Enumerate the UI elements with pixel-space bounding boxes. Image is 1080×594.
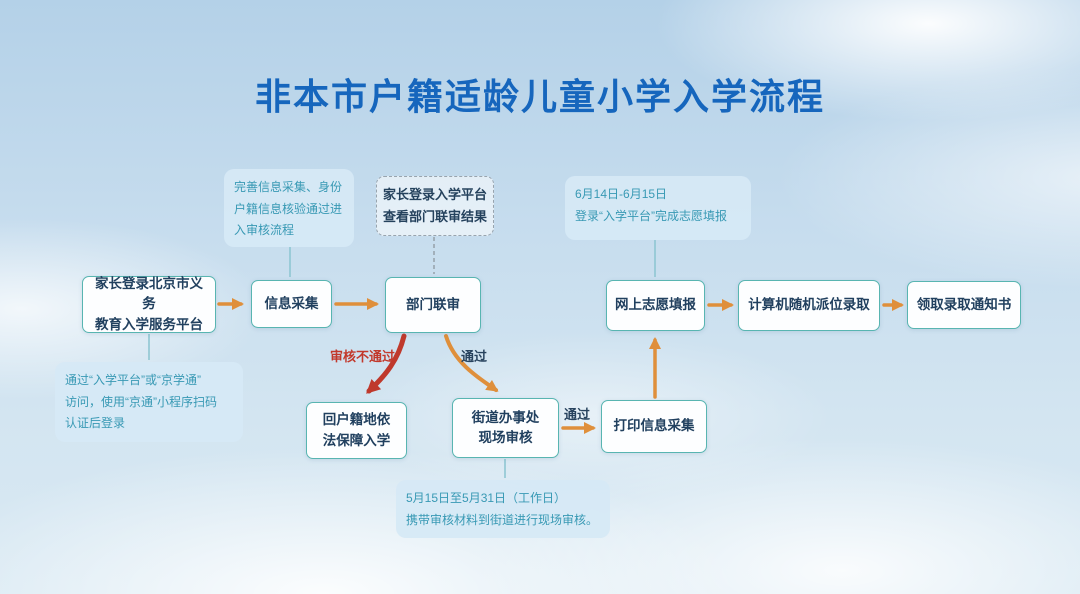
note-login-method: 通过“入学平台”或“京学通” 访问，使用“京通”小程序扫码 认证后登录 — [55, 362, 243, 442]
label-pass-right: 通过 — [564, 407, 591, 422]
flow-node-info-collection: 信息采集 — [251, 280, 332, 328]
label-pass-down: 通过 — [461, 349, 488, 364]
flow-node-receive-admission-notice: 领取录取通知书 — [907, 281, 1021, 329]
note-review-result: 家长登录入学平台 查看部门联审结果 — [376, 176, 494, 236]
page-title: 非本市户籍适龄儿童小学入学流程 — [254, 76, 825, 117]
note-info-collection: 完善信息采集、身份 户籍信息核验通过进 入审核流程 — [224, 169, 354, 247]
flow-node-dept-joint-review: 部门联审 — [385, 277, 481, 333]
flow-node-computer-random-assignment: 计算机随机派位录取 — [738, 280, 880, 331]
flow-node-return-registered-home: 回户籍地依 法保障入学 — [306, 402, 407, 459]
flow-node-print-info-collection: 打印信息采集 — [601, 400, 707, 453]
flow-node-street-onsite-review: 街道办事处 现场审核 — [452, 398, 559, 458]
note-street-review-dates: 5月15日至5月31日（工作日） 携带审核材料到街道进行现场审核。 — [396, 480, 610, 538]
flow-node-login-platform: 家长登录北京市义务 教育入学服务平台 — [82, 276, 216, 333]
note-preference-dates: 6月14日-6月15日 登录“入学平台”完成志愿填报 — [565, 176, 751, 240]
flow-node-online-preference: 网上志愿填报 — [606, 280, 705, 331]
label-review-fail: 审核不通过 — [330, 349, 396, 364]
